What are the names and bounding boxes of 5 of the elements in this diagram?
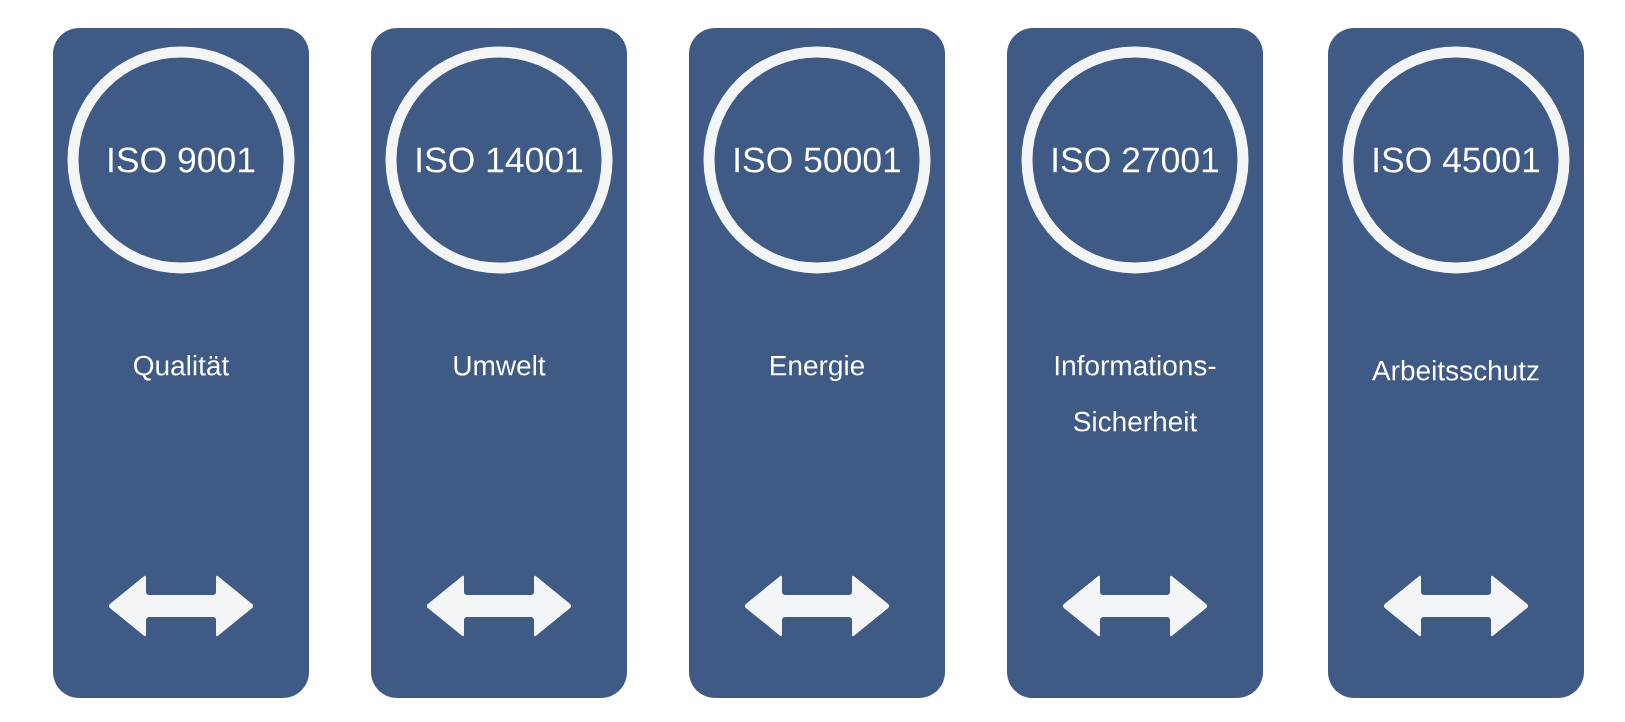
circle-badge: ISO 14001 (385, 46, 613, 274)
circle-badge: ISO 27001 (1021, 46, 1249, 274)
circle-badge: ISO 50001 (703, 46, 931, 274)
circle-badge: ISO 45001 (1342, 46, 1570, 274)
circle-badge: ISO 9001 (67, 46, 295, 274)
